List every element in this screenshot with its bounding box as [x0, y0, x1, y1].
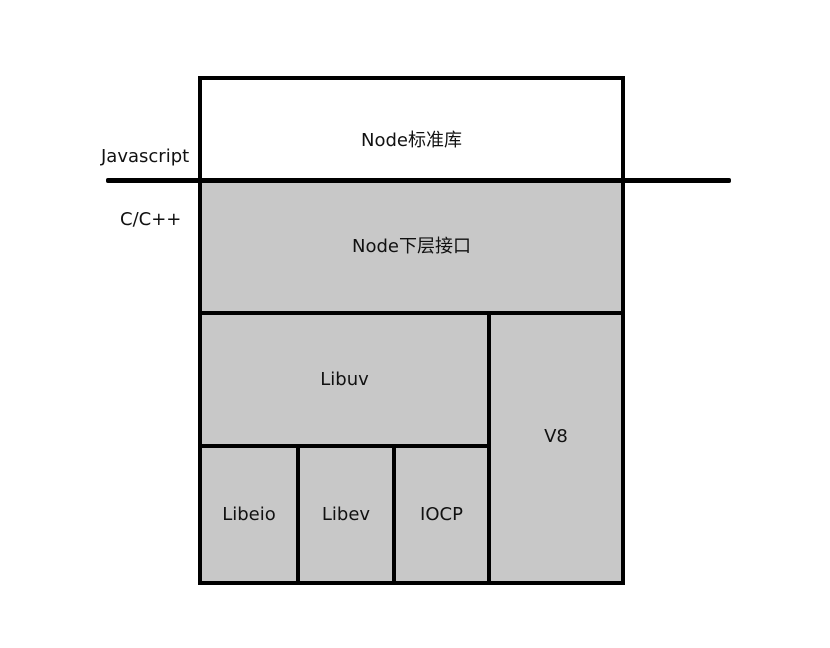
- node-bindings-block: Node下层接口: [198, 179, 625, 315]
- js-cpp-divider-line: [106, 178, 731, 183]
- libev-block: Libev: [296, 444, 396, 585]
- iocp-label: IOCP: [420, 504, 463, 525]
- v8-block: V8: [487, 311, 625, 585]
- libuv-block: Libuv: [198, 311, 491, 448]
- javascript-label: Javascript: [101, 146, 190, 167]
- libeio-label: Libeio: [222, 504, 276, 525]
- node-stdlib-block: Node标准库: [198, 76, 625, 182]
- iocp-block: IOCP: [392, 444, 491, 585]
- cpp-label: C/C++: [120, 209, 182, 230]
- node-bindings-label: Node下层接口: [352, 236, 471, 257]
- node-stdlib-label: Node标准库: [361, 130, 462, 151]
- libeio-block: Libeio: [198, 444, 300, 585]
- libev-label: Libev: [321, 504, 371, 525]
- v8-label: V8: [544, 425, 568, 447]
- libuv-label: Libuv: [320, 369, 369, 390]
